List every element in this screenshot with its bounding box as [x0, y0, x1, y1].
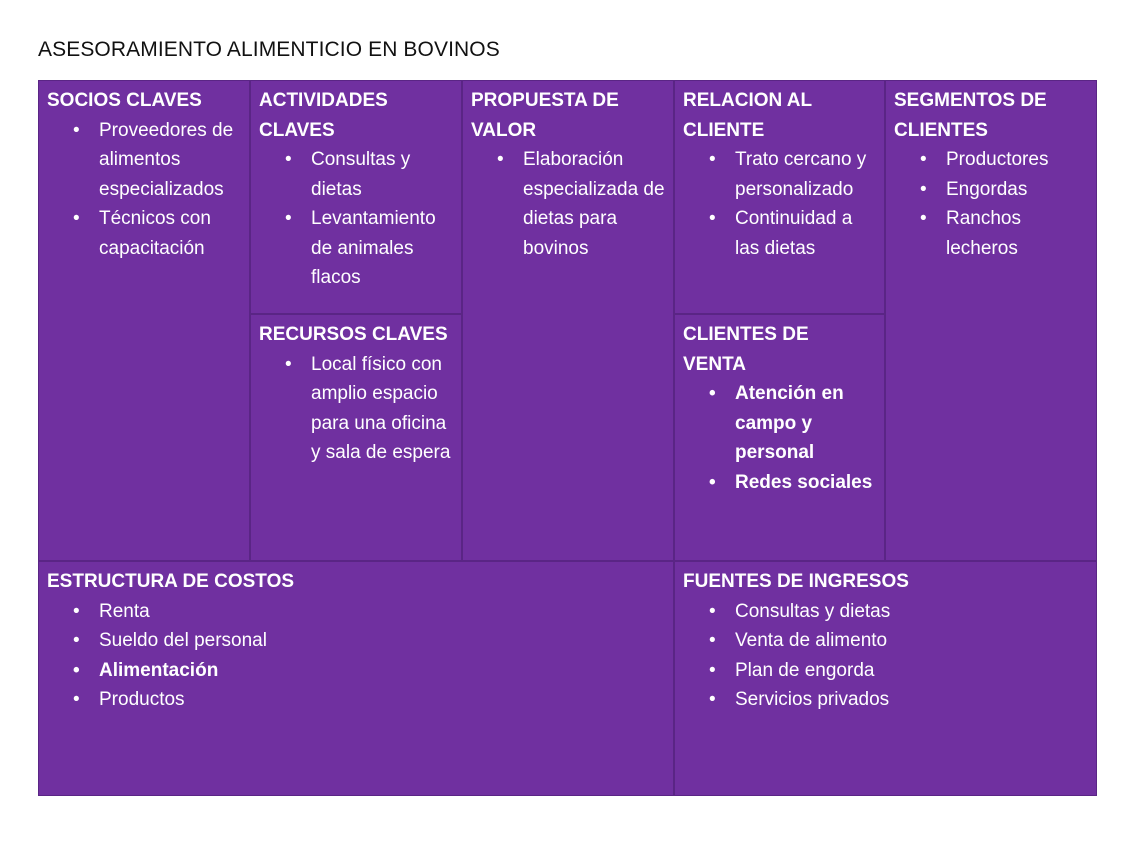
- clientes-de-venta-list: Atención en campo y personal Redes socia…: [683, 379, 876, 497]
- list-item: Renta: [73, 597, 665, 627]
- list-item: Proveedores de alimentos especializados: [73, 116, 241, 205]
- list-item: Venta de alimento: [709, 626, 1088, 656]
- relacion-al-cliente-list: Trato cercano y personalizado Continuida…: [683, 145, 876, 263]
- actividades-claves-list: Consultas y dietas Levantamiento de anim…: [259, 145, 453, 293]
- propuesta-de-valor-title: PROPUESTA DE VALOR: [471, 90, 619, 141]
- recursos-claves-list: Local físico con amplio espacio para una…: [259, 350, 453, 468]
- segmentos-de-clientes-list: Productores Engordas Ranchos lecheros: [894, 145, 1088, 263]
- list-item: Local físico con amplio espacio para una…: [285, 350, 453, 468]
- estructura-de-costos-title: ESTRUCTURA DE COSTOS: [47, 571, 295, 592]
- cell-recursos-claves: RECURSOS CLAVES Local físico con amplio …: [250, 314, 462, 561]
- list-item: Engordas: [920, 175, 1088, 205]
- list-item: Ranchos lecheros: [920, 204, 1088, 263]
- list-item: Servicios privados: [709, 685, 1088, 715]
- list-item: Redes sociales: [709, 468, 876, 498]
- document-title: ASESORAMIENTO ALIMENTICIO EN BOVINOS: [38, 38, 500, 61]
- list-item: Atención en campo y personal: [709, 379, 876, 468]
- actividades-claves-title: ACTIVIDADES CLAVES: [259, 90, 388, 141]
- cell-segmentos-de-clientes: SEGMENTOS DE CLIENTES Productores Engord…: [885, 80, 1097, 561]
- socios-claves-title: SOCIOS CLAVES: [47, 90, 202, 111]
- list-item: Continuidad a las dietas: [709, 204, 876, 263]
- list-item: Productos: [73, 685, 665, 715]
- estructura-de-costos-list: Renta Sueldo del personal Alimentación P…: [47, 597, 665, 715]
- propuesta-de-valor-list: Elaboración especializada de dietas para…: [471, 145, 665, 263]
- list-item: Alimentación: [73, 656, 665, 686]
- list-item: Levantamiento de animales flacos: [285, 204, 453, 293]
- business-model-canvas: SOCIOS CLAVES Proveedores de alimentos e…: [38, 80, 1097, 796]
- list-item: Consultas y dietas: [709, 597, 1088, 627]
- recursos-claves-title: RECURSOS CLAVES: [259, 324, 448, 345]
- list-item: Sueldo del personal: [73, 626, 665, 656]
- cell-fuentes-de-ingresos: FUENTES DE INGRESOS Consultas y dietas V…: [674, 561, 1097, 796]
- cell-clientes-de-venta: CLIENTES DE VENTA Atención en campo y pe…: [674, 314, 885, 561]
- relacion-al-cliente-title: RELACION AL CLIENTE: [683, 90, 812, 141]
- list-item: Trato cercano y personalizado: [709, 145, 876, 204]
- socios-claves-list: Proveedores de alimentos especializados …: [47, 116, 241, 264]
- clientes-de-venta-title: CLIENTES DE VENTA: [683, 324, 809, 375]
- list-item: Elaboración especializada de dietas para…: [497, 145, 665, 263]
- list-item: Consultas y dietas: [285, 145, 453, 204]
- cell-estructura-de-costos: ESTRUCTURA DE COSTOS Renta Sueldo del pe…: [38, 561, 674, 796]
- segmentos-de-clientes-title: SEGMENTOS DE CLIENTES: [894, 90, 1047, 141]
- fuentes-de-ingresos-title: FUENTES DE INGRESOS: [683, 571, 909, 592]
- list-item: Productores: [920, 145, 1088, 175]
- cell-actividades-claves: ACTIVIDADES CLAVES Consultas y dietas Le…: [250, 80, 462, 314]
- cell-propuesta-de-valor: PROPUESTA DE VALOR Elaboración especiali…: [462, 80, 674, 561]
- cell-socios-claves: SOCIOS CLAVES Proveedores de alimentos e…: [38, 80, 250, 561]
- list-item: Técnicos con capacitación: [73, 204, 241, 263]
- fuentes-de-ingresos-list: Consultas y dietas Venta de alimento Pla…: [683, 597, 1088, 715]
- list-item: Plan de engorda: [709, 656, 1088, 686]
- cell-relacion-al-cliente: RELACION AL CLIENTE Trato cercano y pers…: [674, 80, 885, 314]
